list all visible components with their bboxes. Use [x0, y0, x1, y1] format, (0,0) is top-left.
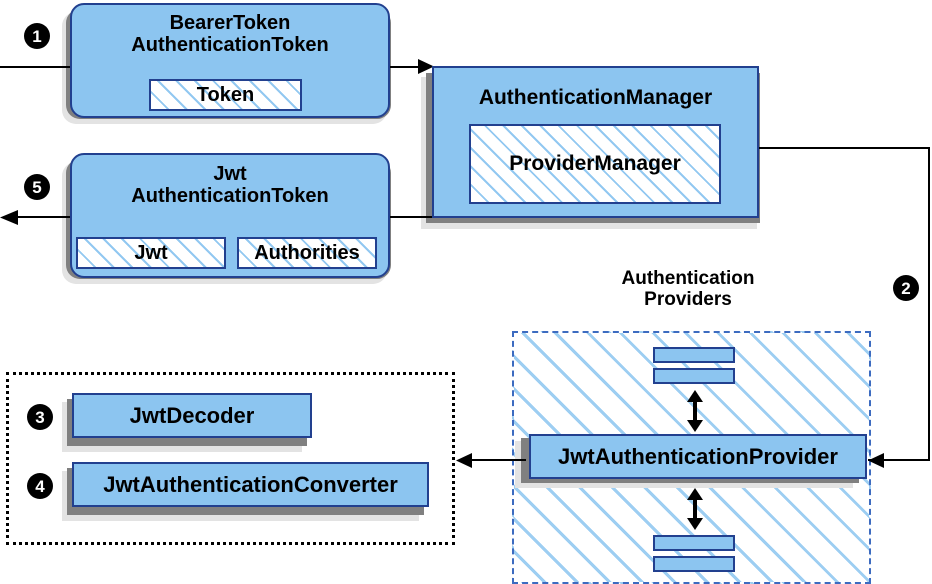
authentication-manager-label: AuthenticationManager: [478, 86, 713, 109]
arrowhead-response-out: [0, 210, 18, 225]
step-badge-5-number: 5: [32, 177, 42, 197]
connector-manager-to-jwt-token: [388, 216, 433, 218]
connector-provider-to-helpers: [468, 459, 526, 461]
step-badge-2-number: 2: [901, 278, 911, 298]
jwt-decoder-label: JwtDecoder: [129, 402, 255, 428]
bearer-token-authentication-token-label: BearerToken AuthenticationToken: [131, 12, 329, 57]
jwt-authentication-provider-label: JwtAuthenticationProvider: [558, 443, 838, 469]
arrowhead-into-provider: [868, 453, 884, 468]
authentication-manager-inner-provider-manager-box: ProviderManager: [469, 124, 721, 204]
jwt-inner-label: Jwt: [134, 241, 168, 264]
jwt-authentication-converter-label: JwtAuthenticationConverter: [103, 471, 398, 497]
double-arrow-bottom: [687, 488, 703, 530]
connector-bearer-to-manager: [388, 66, 430, 68]
authentication-providers-label: Authentication Providers: [621, 268, 755, 311]
step-badge-4-number: 4: [35, 476, 45, 496]
jwt-authentication-token-inner-jwt-box: Jwt: [76, 237, 226, 269]
bearer-token-inner-token-label: Token: [196, 83, 255, 106]
step-badge-1-number: 1: [32, 26, 42, 46]
arrowhead-provider-to-helpers: [456, 453, 472, 468]
connector-response-out: [14, 216, 78, 218]
provider-slot-top-upper-bar: [653, 347, 735, 363]
step-badge-1: 1: [24, 23, 50, 49]
jwt-authentication-converter-box[interactable]: JwtAuthenticationConverter: [72, 462, 429, 507]
provider-manager-label: ProviderManager: [509, 152, 681, 175]
authorities-inner-label: Authorities: [254, 241, 360, 264]
step-badge-5: 5: [24, 174, 50, 200]
provider-slot-bottom-lower-bar: [653, 556, 735, 572]
jwt-authentication-token-inner-authorities-box: Authorities: [237, 237, 377, 269]
step-badge-3: 3: [27, 404, 53, 430]
connector-right-vertical: [928, 147, 930, 460]
jwt-decoder-box[interactable]: JwtDecoder: [72, 393, 312, 438]
provider-slot-top-lower-bar: [653, 368, 735, 384]
connector-manager-out: [758, 147, 930, 149]
step-badge-3-number: 3: [35, 407, 45, 427]
bearer-token-inner-token-box: Token: [149, 79, 302, 111]
connector-into-provider: [868, 459, 930, 461]
connector-request-in: [0, 66, 78, 68]
jwt-authentication-provider-box[interactable]: JwtAuthenticationProvider: [529, 434, 867, 479]
step-badge-4: 4: [27, 473, 53, 499]
double-arrow-top: [687, 390, 703, 432]
step-badge-2: 2: [893, 275, 919, 301]
jwt-authentication-token-label: Jwt AuthenticationToken: [131, 163, 329, 208]
provider-slot-bottom-upper-bar: [653, 535, 735, 551]
arrowhead-bearer-to-manager: [418, 59, 434, 74]
